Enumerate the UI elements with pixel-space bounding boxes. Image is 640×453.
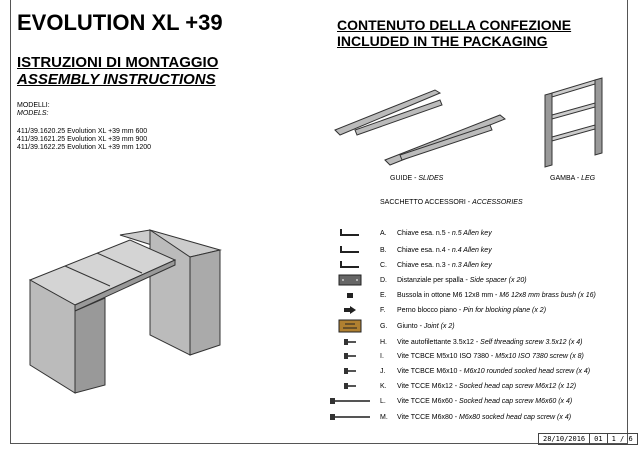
accessory-item: C. Chiave esa. n.3 - n.3 Allen key: [330, 258, 492, 272]
accessory-item: G. Giunto - Joint (x 2): [330, 319, 455, 333]
accessory-item: D. Distanziale per spalla - Side spacer …: [330, 273, 527, 287]
item-en: M5x10 ISO 7380 screw (x 8): [495, 352, 584, 360]
item-letter: C.: [380, 261, 387, 269]
item-description: Giunto - Joint (x 2): [397, 323, 455, 330]
accessory-item: J. Vite TCBCE M6x10 - M6x10 rounded sock…: [330, 364, 590, 378]
item-it: Giunto -: [397, 322, 424, 330]
item-description: Vite TCCE M6x80 - M6x80 socked head cap …: [397, 414, 571, 421]
item-it: Vite TCCE M6x60 -: [397, 397, 459, 405]
accessory-item: K. Vite TCCE M6x12 - Socked head cap scr…: [330, 379, 576, 393]
item-it: Distanziale per spalla -: [397, 276, 470, 284]
accessory-item: M. Vite TCCE M6x80 - M6x80 socked head c…: [330, 410, 571, 424]
item-letter: J.: [380, 367, 386, 375]
accessory-item: E. Bussola in ottone M6 12x8 mm - M6 12x…: [330, 288, 596, 302]
screw-icon: [330, 368, 370, 374]
item-it: Perno blocco piano -: [397, 306, 464, 314]
item-en: M6x10 rounded socked head screw (x 4): [463, 367, 591, 375]
screw-icon: [330, 353, 370, 359]
item-letter: I.: [380, 352, 384, 360]
bush-icon: [330, 292, 370, 298]
slides-caption: GUIDE - SLIDES: [390, 175, 444, 182]
long-screw-icon: [330, 398, 370, 404]
item-en: Side spacer (x 20): [469, 276, 527, 284]
item-en: n.5 Allen key: [451, 229, 492, 237]
item-description: Chiave esa. n.4 - n.4 Allen key: [397, 247, 492, 254]
item-description: Chiave esa. n.5 - n.5 Allen key: [397, 230, 492, 237]
revision: 01: [589, 433, 608, 445]
page-frame: [10, 0, 628, 444]
packaging-title-it: CONTENUTO DELLA CONFEZIONE: [337, 17, 572, 33]
item-en: Socked head cap screw M6x12 (x 12): [459, 382, 577, 390]
item-description: Distanziale per spalla - Side spacer (x …: [397, 277, 527, 284]
item-letter: H.: [380, 338, 387, 346]
item-en: Self threading screw 3.5x12 (x 4): [480, 338, 583, 346]
item-letter: B.: [380, 246, 387, 254]
item-letter: D.: [380, 276, 387, 284]
item-description: Vite TCCE M6x12 - Socked head cap screw …: [397, 383, 576, 390]
subtitle-en: ASSEMBLY INSTRUCTIONS: [17, 71, 216, 88]
item-en: n.4 Allen key: [451, 246, 492, 254]
item-en: n.3 Allen key: [451, 261, 492, 269]
item-it: Vite TCBCE M6x10 -: [397, 367, 464, 375]
item-en: Socked head cap screw M6x60 (x 4): [459, 397, 573, 405]
item-description: Chiave esa. n.3 - n.3 Allen key: [397, 262, 492, 269]
allen-key-icon: [330, 229, 370, 237]
item-it: Chiave esa. n.4 -: [397, 246, 452, 254]
accessories-heading: SACCHETTO ACCESSORI - ACCESSORIES: [380, 199, 523, 206]
model-line: 411/39.1622.25 Evolution XL +39 mm 1200: [17, 144, 152, 151]
page-number: 1 / 6: [606, 433, 638, 445]
accessory-item: B. Chiave esa. n.4 - n.4 Allen key: [330, 243, 492, 257]
model-line: 411/39.1620.25 Evolution XL +39 mm 600: [17, 128, 148, 135]
item-letter: G.: [380, 322, 388, 330]
joint-icon: [330, 319, 370, 333]
item-description: Vite autofilettante 3.5x12 - Self thread…: [397, 339, 582, 346]
item-it: Bussola in ottone M6 12x8 mm -: [397, 291, 500, 299]
spacer-icon: [330, 274, 370, 286]
product-title: EVOLUTION XL +39: [17, 10, 223, 35]
allen-key-icon: [330, 261, 370, 269]
item-letter: F.: [380, 306, 386, 314]
screw-icon: [330, 383, 370, 389]
date: 28/10/2016: [538, 433, 591, 445]
item-it: Chiave esa. n.3 -: [397, 261, 452, 269]
leg-illustration: [544, 77, 603, 168]
models-label-it: MODELLI:: [17, 102, 50, 109]
item-it: Vite TCCE M6x12 -: [397, 382, 459, 390]
pin-icon: [330, 306, 370, 314]
item-en: Joint (x 2): [423, 322, 455, 330]
accessory-item: H. Vite autofilettante 3.5x12 - Self thr…: [330, 335, 582, 349]
item-it: Chiave esa. n.5 -: [397, 229, 452, 237]
item-en: M6x80 socked head cap screw (x 4): [459, 413, 572, 421]
accessory-item: L. Vite TCCE M6x60 - Socked head cap scr…: [330, 394, 572, 408]
item-letter: M.: [380, 413, 388, 421]
model-line: 411/39.1621.25 Evolution XL +39 mm 900: [17, 136, 148, 143]
accessory-item: A. Chiave esa. n.5 - n.5 Allen key: [330, 226, 492, 240]
accessory-item: I. Vite TCBCE M5x10 ISO 7380 - M5x10 ISO…: [330, 349, 584, 363]
allen-key-icon: [330, 246, 370, 254]
subtitle-it: ISTRUZIONI DI MONTAGGIO: [17, 54, 219, 71]
models-label-en: MODELS:: [17, 110, 49, 117]
accessory-item: F. Perno blocco piano - Pin for blocking…: [330, 303, 546, 317]
leg-caption: GAMBA - LEG: [550, 175, 596, 182]
item-it: Vite TCCE M6x80 -: [397, 413, 459, 421]
table-illustration: [28, 229, 222, 394]
item-description: Vite TCBCE M6x10 - M6x10 rounded socked …: [397, 368, 590, 375]
item-description: Vite TCBCE M5x10 ISO 7380 - M5x10 ISO 73…: [397, 353, 584, 360]
item-it: Vite autofilettante 3.5x12 -: [397, 338, 481, 346]
footer-info: 28/10/2016 01 1 / 6: [538, 433, 638, 445]
long-screw-icon: [330, 414, 370, 420]
item-en: M6 12x8 mm brass bush (x 16): [499, 291, 596, 299]
item-letter: L.: [380, 397, 386, 405]
item-letter: K.: [380, 382, 387, 390]
item-it: Vite TCBCE M5x10 ISO 7380 -: [397, 352, 496, 360]
item-letter: A.: [380, 229, 387, 237]
item-description: Bussola in ottone M6 12x8 mm - M6 12x8 m…: [397, 292, 596, 299]
item-description: Vite TCCE M6x60 - Socked head cap screw …: [397, 398, 572, 405]
item-en: Pin for blocking plane (x 2): [463, 306, 547, 314]
item-description: Perno blocco piano - Pin for blocking pl…: [397, 307, 546, 314]
item-letter: E.: [380, 291, 387, 299]
slides-illustration: [334, 89, 506, 166]
packaging-title-en: INCLUDED IN THE PACKAGING: [337, 33, 548, 49]
screw-icon: [330, 339, 370, 345]
